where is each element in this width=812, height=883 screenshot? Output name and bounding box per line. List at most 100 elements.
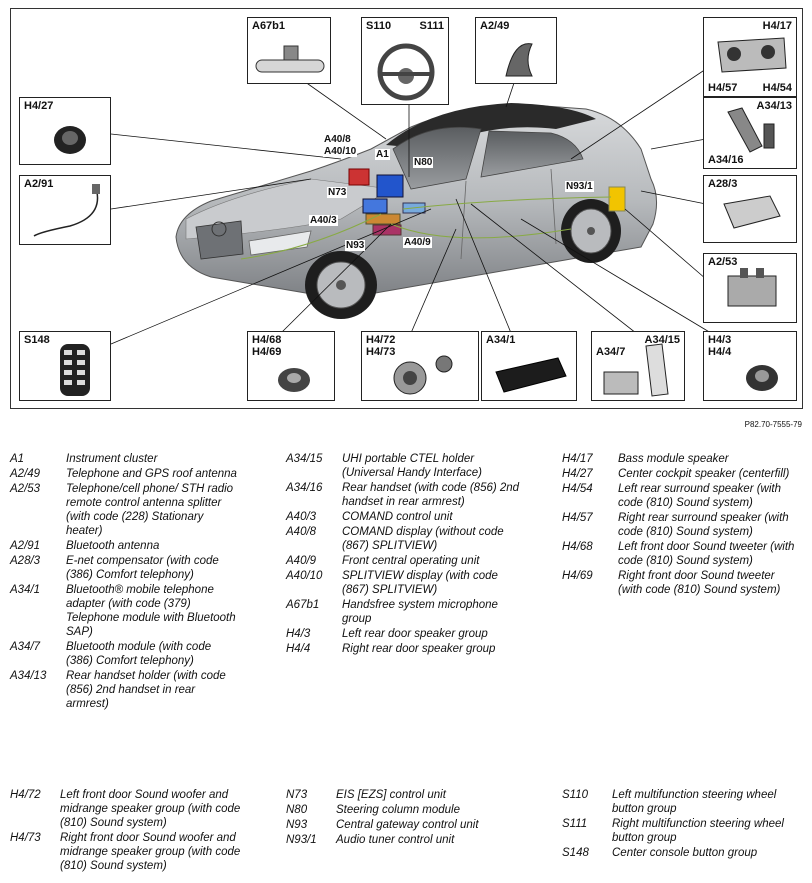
- car-headlight: [248, 230, 312, 256]
- legend-item: A34/1 Bluetooth® mobile telephone adapter…: [10, 583, 240, 639]
- legend-code: S148: [562, 847, 589, 859]
- legend-item: A40/9 Front central operating unit: [286, 554, 526, 568]
- label-n93: N93: [345, 240, 366, 251]
- legend-item: H4/73 Right front door Sound woofer and m…: [10, 831, 246, 873]
- legend-item: A67b1 Handsfree system microphone group: [286, 598, 526, 626]
- callout-label: H4/57: [708, 82, 738, 94]
- label-n73: N73: [327, 187, 348, 198]
- legend-desc: Audio tuner control unit: [336, 834, 455, 846]
- legend-code: A34/15: [286, 453, 323, 465]
- antenna-splitter-icon: [727, 268, 777, 307]
- callout-label: H4/3: [708, 334, 732, 346]
- legend-desc: Right rear door speaker group: [342, 643, 496, 655]
- legend-code: A40/3: [286, 511, 317, 523]
- legend-code: A40/9: [286, 555, 317, 567]
- callout-h4-17: H4/17 H4/57 H4/54: [703, 17, 797, 97]
- callout-label: A28/3: [708, 178, 738, 190]
- leader-lines: [110, 68, 712, 345]
- legend-desc: Bluetooth® mobile telephone adapter (wit…: [66, 584, 236, 638]
- label-a40-9: A40/9: [403, 237, 432, 248]
- legend-desc: Front central operating unit: [342, 555, 480, 567]
- legend-desc: Steering column module: [336, 804, 461, 816]
- label-n93-1: N93/1: [565, 181, 594, 192]
- legend-code: A28/3: [10, 555, 41, 567]
- legend-code: A40/8: [286, 526, 317, 538]
- console-buttons-icon: [60, 344, 90, 396]
- callout-label: A2/91: [24, 178, 54, 190]
- legend-desc: Right front door Sound tweeter (with cod…: [618, 570, 781, 596]
- rear-wheel: [561, 199, 621, 263]
- legend-desc: Handsfree system microphone group: [342, 599, 498, 625]
- legend-code: H4/72: [10, 789, 41, 801]
- rear-door-speaker-icon: [746, 365, 778, 391]
- legend-code: N93: [286, 819, 308, 831]
- callout-a2-49: A2/49: [475, 17, 557, 84]
- legend-code: H4/73: [10, 832, 41, 844]
- bluetooth-antenna-icon: [33, 184, 100, 237]
- bass-speaker-icon: [717, 37, 787, 73]
- legend-desc: Rear handset (with code (856) 2nd handse…: [342, 482, 520, 508]
- module-a40-3: [365, 213, 401, 225]
- callout-label: S111: [419, 20, 444, 32]
- legend-code: H4/17: [562, 453, 593, 465]
- legend-desc: Left rear door speaker group: [342, 628, 488, 640]
- legend-desc: Left rear surround speaker (with code (8…: [618, 483, 781, 509]
- legend-desc: Bluetooth antenna: [66, 540, 160, 552]
- legend-code: H4/27: [562, 468, 593, 480]
- legend-desc: COMAND control unit: [342, 511, 453, 523]
- callout-label: A34/15: [644, 334, 680, 346]
- legend-code: A34/16: [286, 482, 323, 494]
- legend-desc: Left front door Sound tweeter (with code…: [618, 541, 795, 567]
- tweeter-icon: [278, 368, 310, 392]
- legend-code: A67b1: [286, 599, 320, 611]
- callout-a28-3: A28/3: [703, 175, 797, 243]
- legend-desc: EIS [EZS] control unit: [336, 789, 446, 801]
- label-a40-10: A40/10: [323, 146, 358, 157]
- module-n73: [362, 198, 388, 214]
- legend-desc: Right front door Sound woofer and midran…: [60, 832, 241, 872]
- woofer-icon: [393, 355, 453, 395]
- legend-desc: Telephone and GPS roof antenna: [66, 468, 237, 480]
- callout-s148: S148: [19, 331, 111, 401]
- callout-h4-68-69: H4/68 H4/69: [247, 331, 335, 401]
- legend-code: A34/7: [10, 641, 41, 653]
- legend-desc: COMAND display (without code (867) SPLIT…: [342, 526, 504, 552]
- car-windshield: [392, 126, 482, 190]
- legend-code: A2/53: [10, 483, 41, 495]
- front-wheel: [305, 251, 377, 319]
- legend-code: A34/1: [10, 584, 41, 596]
- legend-desc: Left front door Sound woofer and midrang…: [60, 789, 241, 829]
- callout-label: A34/7: [596, 346, 626, 358]
- legend-desc: Left multifunction steering wheel button…: [612, 789, 777, 815]
- legend-desc: Right rear surround speaker (with code (…: [618, 512, 789, 538]
- module-n93: [372, 224, 402, 236]
- legend-code: S111: [562, 818, 588, 830]
- legend-desc: Center cockpit speaker (centerfill): [618, 468, 790, 480]
- roof-antenna-icon: [505, 43, 533, 77]
- legend-item: N93/1 Audio tuner control unit: [286, 833, 526, 847]
- legend-code: A34/13: [10, 670, 47, 682]
- module-n93-1: [608, 186, 626, 212]
- legend-code: H4/69: [562, 570, 593, 582]
- legend-desc: Rear handset holder (with code (856) 2nd…: [66, 670, 226, 710]
- callout-label: H4/72: [366, 334, 396, 346]
- legend-desc: SPLITVIEW display (with code (867) SPLIT…: [342, 570, 498, 596]
- legend-code: H4/4: [286, 643, 311, 655]
- callout-label: H4/27: [24, 100, 54, 112]
- legend-code: N93/1: [286, 834, 317, 846]
- callout-h4-3-4: H4/3 H4/4: [703, 331, 797, 401]
- legend-desc: Center console button group: [612, 847, 758, 859]
- legend-item: A34/13 Rear handset holder (with code (85…: [10, 669, 240, 711]
- legend-desc: Central gateway control unit: [336, 819, 479, 831]
- steering-wheel-icon: [377, 43, 435, 101]
